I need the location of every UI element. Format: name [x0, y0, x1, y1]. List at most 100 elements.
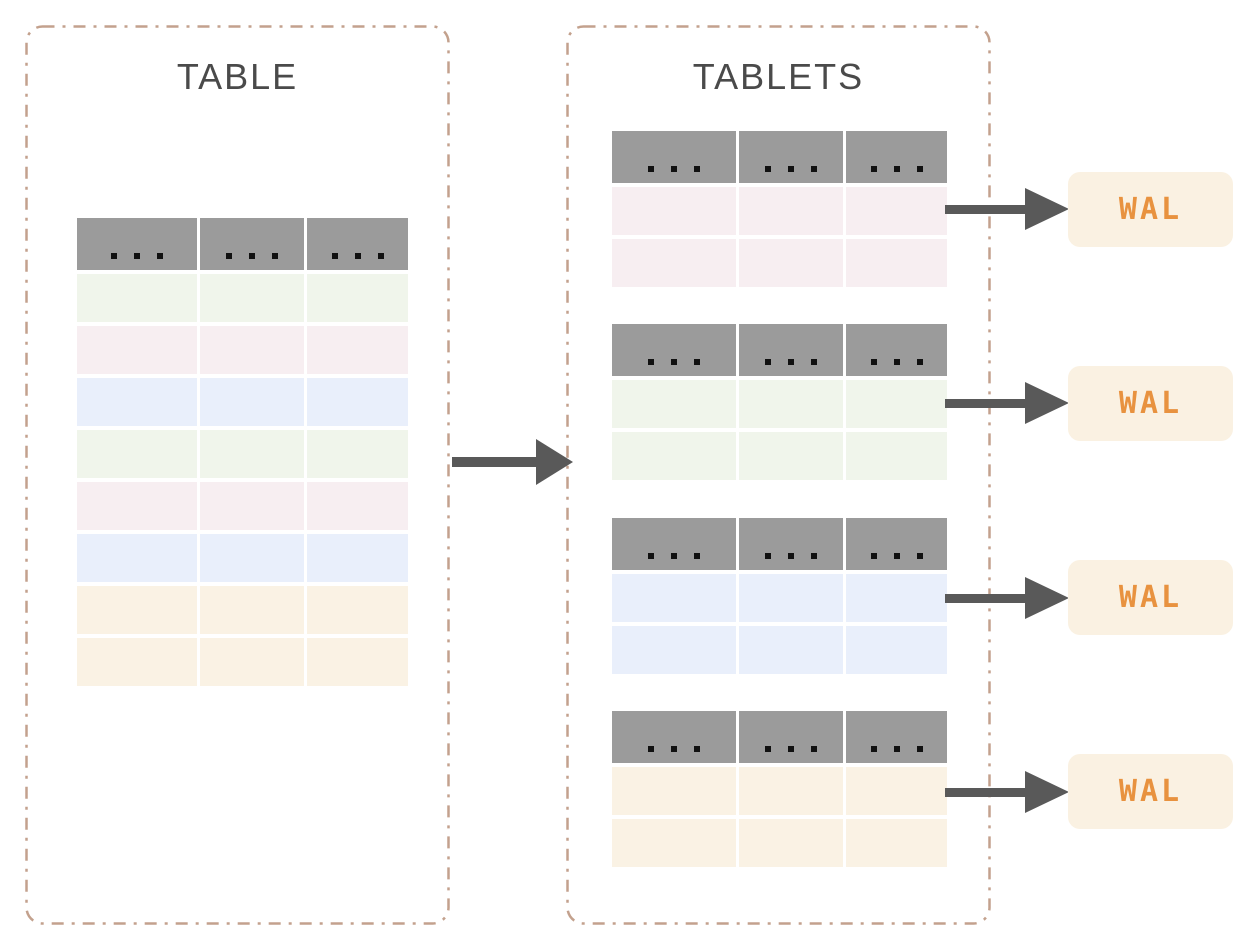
table-row	[77, 534, 408, 582]
ellipsis-dots-icon	[226, 253, 278, 259]
table-cell	[307, 638, 408, 686]
column-header-cell	[846, 711, 947, 763]
table-cell	[739, 432, 843, 480]
ellipsis-dots-icon	[870, 359, 923, 365]
column-header-cell	[846, 518, 947, 570]
table-panel-dashed-border	[25, 25, 450, 925]
table-cell	[846, 239, 947, 287]
tablet-4	[612, 711, 947, 871]
table-cell	[200, 482, 304, 530]
table-cell	[612, 574, 736, 622]
table-cell	[77, 638, 197, 686]
column-header-cell	[200, 218, 304, 270]
table-cell	[739, 380, 843, 428]
table-cell	[612, 767, 736, 815]
ellipsis-dots-icon	[648, 359, 700, 365]
tablet3-to-wal-arrow-icon	[945, 577, 1069, 619]
table-cell	[307, 430, 408, 478]
table-row	[77, 274, 408, 322]
ellipsis-dots-icon	[648, 166, 700, 172]
table-cell	[77, 482, 197, 530]
source-table	[77, 218, 408, 690]
table-cell	[307, 482, 408, 530]
table-header-row	[77, 218, 408, 270]
tablet4-to-wal-arrow-icon	[945, 771, 1069, 813]
table-cell	[77, 534, 197, 582]
table-cell	[200, 274, 304, 322]
column-header-cell	[612, 711, 736, 763]
ellipsis-dots-icon	[870, 553, 923, 559]
column-header-cell	[612, 324, 736, 376]
table-cell	[77, 326, 197, 374]
table-cell	[846, 380, 947, 428]
table-cell	[200, 378, 304, 426]
column-header-cell	[739, 131, 843, 183]
table-row	[612, 574, 947, 622]
table-header-row	[612, 324, 947, 376]
table-header-row	[612, 131, 947, 183]
table-cell	[77, 586, 197, 634]
table-panel-title: TABLE	[176, 56, 299, 97]
tablet2-to-wal-arrow-icon	[945, 382, 1069, 424]
table-row	[77, 326, 408, 374]
column-header-cell	[307, 218, 408, 270]
table-cell	[846, 626, 947, 674]
table-cell	[200, 430, 304, 478]
tablet-1	[612, 131, 947, 291]
ellipsis-dots-icon	[331, 253, 384, 259]
column-header-cell	[612, 518, 736, 570]
ellipsis-dots-icon	[765, 166, 817, 172]
table-cell	[200, 534, 304, 582]
tablets-panel-title: TABLETS	[692, 56, 865, 97]
wal-box-2: WAL	[1068, 366, 1233, 441]
column-header-cell	[77, 218, 197, 270]
tablets-panel: TABLETS	[566, 25, 991, 925]
table-cell	[612, 380, 736, 428]
table-row	[612, 767, 947, 815]
table-cell	[846, 574, 947, 622]
table-header-row	[612, 711, 947, 763]
wal-label: WAL	[1118, 580, 1183, 615]
table-row	[77, 638, 408, 686]
ellipsis-dots-icon	[870, 746, 923, 752]
table-cell	[846, 819, 947, 867]
wal-box-1: WAL	[1068, 172, 1233, 247]
table-row	[77, 430, 408, 478]
ellipsis-dots-icon	[765, 359, 817, 365]
ellipsis-dots-icon	[111, 253, 163, 259]
table-cell	[739, 187, 843, 235]
table-cell	[77, 430, 197, 478]
table-cell	[307, 586, 408, 634]
table-cell	[739, 819, 843, 867]
tablet-2	[612, 324, 947, 484]
table-row	[612, 187, 947, 235]
table-row	[612, 239, 947, 287]
table-cell	[307, 534, 408, 582]
column-header-cell	[846, 131, 947, 183]
column-header-cell	[739, 711, 843, 763]
table-cell	[307, 274, 408, 322]
table-row	[77, 586, 408, 634]
ellipsis-dots-icon	[765, 553, 817, 559]
table-to-tablets-arrow-icon	[452, 439, 573, 485]
table-cell	[77, 274, 197, 322]
tablet1-to-wal-arrow-icon	[945, 188, 1069, 230]
table-header-row	[612, 518, 947, 570]
column-header-cell	[612, 131, 736, 183]
ellipsis-dots-icon	[648, 553, 700, 559]
ellipsis-dots-icon	[765, 746, 817, 752]
tablets-panel-dashed-border	[566, 25, 991, 925]
table-cell	[846, 767, 947, 815]
ellipsis-dots-icon	[648, 746, 700, 752]
table-cell	[612, 432, 736, 480]
tablet-3	[612, 518, 947, 678]
column-header-cell	[739, 518, 843, 570]
table-row	[77, 378, 408, 426]
wal-box-3: WAL	[1068, 560, 1233, 635]
table-cell	[307, 326, 408, 374]
table-cell	[739, 239, 843, 287]
wal-label: WAL	[1118, 192, 1183, 227]
column-header-cell	[739, 324, 843, 376]
table-cell	[612, 626, 736, 674]
